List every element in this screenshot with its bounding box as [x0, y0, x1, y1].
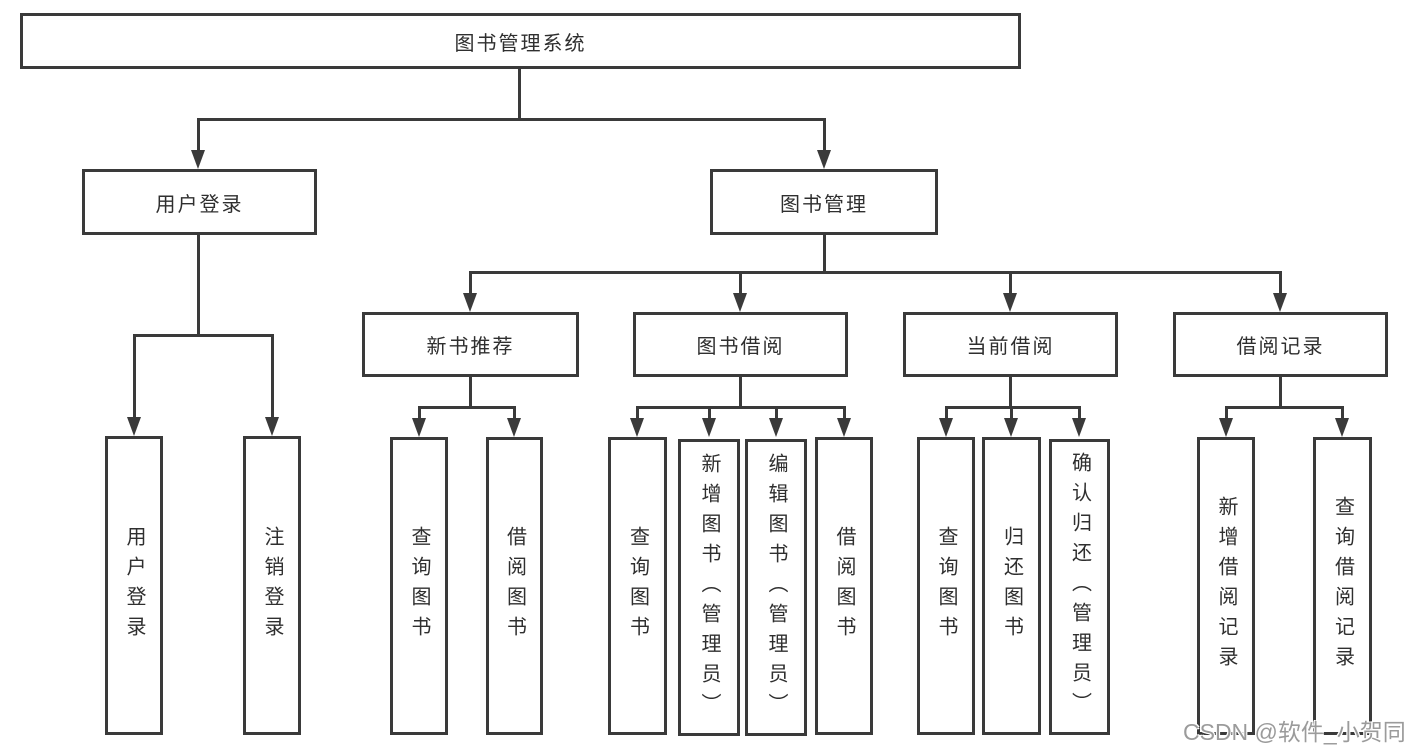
- node-new-book-recommendation: 新书推荐: [362, 312, 579, 377]
- connector-to-user-login-leaf: [133, 334, 136, 420]
- arrowhead-icon: [1273, 293, 1287, 312]
- node-library-management-system: 图书管理系统: [20, 13, 1021, 69]
- connector-leaf-stub: [1078, 406, 1081, 419]
- arrowhead-icon: [1003, 293, 1017, 312]
- connector-current-borrowing-bar: [946, 406, 1081, 409]
- node-label: 查询借阅记录: [1331, 496, 1354, 676]
- connector-leaf-stub: [1341, 406, 1344, 419]
- node-label: 新增借阅记录: [1215, 496, 1237, 676]
- arrowhead-icon: [702, 418, 716, 437]
- node-label: 图书管理: [780, 193, 868, 216]
- arrowhead-icon: [463, 293, 477, 312]
- node-label: 用户登录: [155, 193, 244, 216]
- watermark: CSDN @软件_小贺同学: [1183, 719, 1405, 745]
- connector-user-login-bar: [133, 334, 274, 337]
- node-label: 确认归还（管理员）: [1068, 452, 1091, 722]
- connector-leaf-stub: [636, 406, 639, 419]
- connector-leaf-stub: [775, 406, 778, 419]
- arrowhead-icon: [1072, 418, 1086, 437]
- arrowhead-icon: [1335, 418, 1349, 437]
- connector-leaf-stub: [945, 406, 948, 419]
- node-query-books-2: 查询图书: [608, 437, 667, 735]
- node-label: 查询图书: [626, 526, 649, 646]
- node-label: 查询图书: [935, 526, 957, 646]
- connector-book-borrowing-stub: [739, 377, 742, 408]
- arrowhead-icon: [127, 417, 141, 436]
- connector-new-book-bar: [419, 406, 516, 409]
- connector-to-current-borrowing: [1009, 271, 1012, 295]
- node-book-management: 图书管理: [710, 169, 938, 235]
- node-label: 查询图书: [408, 526, 430, 646]
- connector-leaf-stub: [1010, 406, 1013, 419]
- connector-to-new-book: [469, 271, 472, 295]
- node-edit-book-admin: 编辑图书（管理员）: [745, 439, 807, 736]
- connector-book-management-bar: [470, 271, 1282, 274]
- connector-to-user-login: [197, 118, 200, 154]
- node-logout: 注销登录: [243, 436, 301, 735]
- node-label: 图书管理系统: [454, 32, 587, 55]
- node-query-borrow-record: 查询借阅记录: [1313, 437, 1372, 735]
- connector-current-borrowing-stub: [1009, 377, 1012, 408]
- node-label: 编辑图书（管理员）: [765, 452, 787, 723]
- node-borrow-books: 借阅图书: [486, 437, 543, 735]
- arrowhead-icon: [412, 418, 426, 437]
- arrowhead-icon: [1219, 418, 1233, 437]
- node-add-borrow-record: 新增借阅记录: [1197, 437, 1255, 735]
- connector-borrowing-records-stub: [1279, 377, 1282, 408]
- connector-to-book-borrowing: [739, 271, 742, 295]
- arrowhead-icon: [507, 418, 521, 437]
- node-user-login: 用户登录: [82, 169, 317, 235]
- arrowhead-icon: [733, 293, 747, 312]
- arrowhead-icon: [630, 418, 644, 437]
- arrowhead-icon: [1004, 418, 1018, 437]
- node-label: 用户登录: [123, 525, 145, 646]
- node-label: 借阅图书: [833, 526, 855, 646]
- arrowhead-icon: [265, 417, 279, 436]
- connector-to-logout-leaf: [271, 334, 274, 420]
- node-label: 新书推荐: [426, 336, 515, 358]
- connector-book-management-stub: [823, 235, 826, 273]
- connector-leaf-stub: [418, 406, 421, 419]
- connector-user-login-stub: [197, 235, 200, 336]
- node-borrowing-records: 借阅记录: [1173, 312, 1388, 377]
- node-query-books-3: 查询图书: [917, 437, 975, 735]
- connector-new-book-stub: [469, 377, 472, 408]
- node-label: 归还图书: [1000, 526, 1023, 646]
- connector-to-borrowing-records: [1279, 271, 1282, 295]
- node-borrow-books-2: 借阅图书: [815, 437, 873, 735]
- node-add-book-admin: 新增图书（管理员）: [678, 439, 740, 736]
- node-user-login-leaf: 用户登录: [105, 436, 163, 735]
- connector-book-borrowing-bar: [637, 406, 846, 409]
- arrowhead-icon: [939, 418, 953, 437]
- connector-borrowing-records-bar: [1226, 406, 1344, 409]
- connector-leaf-stub: [513, 406, 516, 419]
- node-label: 借阅图书: [503, 526, 526, 646]
- node-confirm-return-admin: 确认归还（管理员）: [1049, 439, 1110, 735]
- connector-leaf-stub: [708, 406, 711, 419]
- arrowhead-icon: [837, 418, 851, 437]
- node-label: 新增图书（管理员）: [698, 452, 720, 723]
- node-label: 当前借阅: [966, 336, 1055, 358]
- node-return-books: 归还图书: [982, 437, 1041, 735]
- connector-leaf-stub: [1225, 406, 1228, 419]
- node-label: 图书借阅: [696, 336, 785, 358]
- node-book-borrowing: 图书借阅: [633, 312, 848, 377]
- node-current-borrowing: 当前借阅: [903, 312, 1118, 377]
- node-label: 注销登录: [261, 525, 283, 646]
- node-label: 借阅记录: [1236, 336, 1325, 358]
- connector-root-bar: [197, 118, 826, 121]
- node-query-books: 查询图书: [390, 437, 448, 735]
- arrowhead-icon: [769, 418, 783, 437]
- arrowhead-icon: [817, 150, 831, 169]
- connector-to-book-management: [823, 118, 826, 154]
- connector-root-stub: [518, 69, 521, 119]
- arrowhead-icon: [191, 150, 205, 169]
- connector-leaf-stub: [843, 406, 846, 419]
